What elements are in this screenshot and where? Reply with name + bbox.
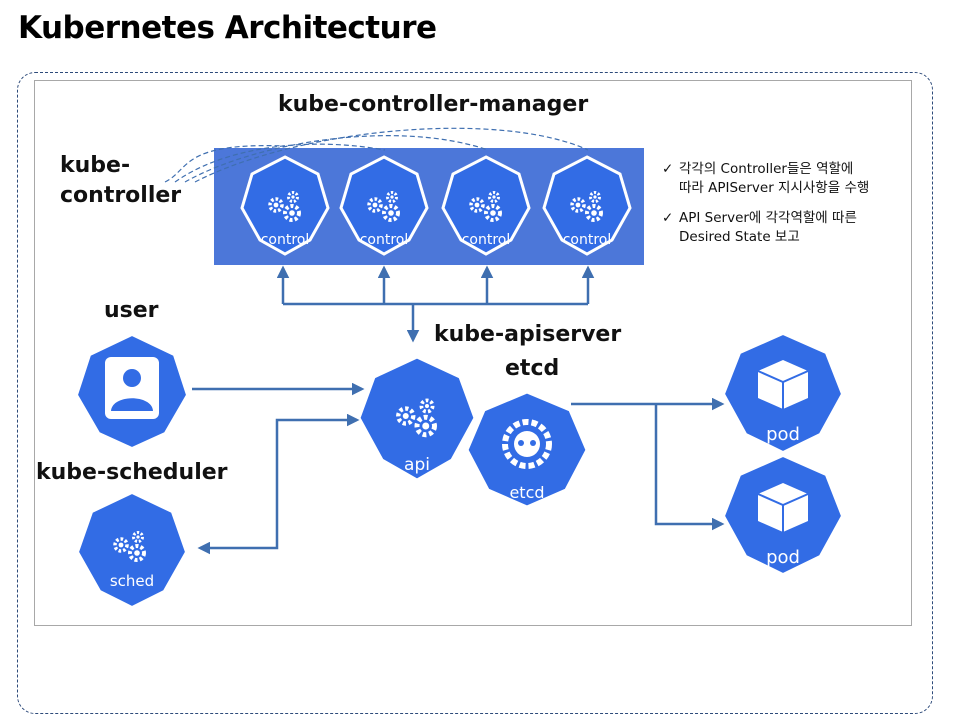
sched-label: sched — [110, 572, 154, 590]
controller-link-curves — [164, 127, 589, 183]
pod-node-2: pod — [722, 454, 844, 576]
controller-node-3: control — [441, 155, 531, 256]
kube-controller-label-line2: controller — [60, 183, 182, 208]
user-node — [75, 333, 189, 450]
api-to-pod-arrows — [571, 397, 725, 531]
kube-controller-label-line1: kube- — [60, 153, 131, 178]
etcd-title-label: etcd — [505, 356, 560, 381]
note-item: ✓ API Server에 각각역할에 따른 Desired State 보고 — [662, 209, 869, 247]
controller-manager-label: kube-controller-manager — [278, 92, 589, 117]
controller-node-1: control — [240, 155, 330, 256]
controller-label-1: control — [261, 232, 310, 248]
controller-label-2: control — [360, 232, 409, 248]
pod-label-2: pod — [766, 547, 800, 568]
inner-frame — [34, 80, 912, 626]
user-label: user — [104, 298, 159, 323]
controller-label-4: control — [563, 232, 612, 248]
api-label: api — [404, 455, 430, 475]
etcd-label: etcd — [509, 483, 544, 502]
check-icon: ✓ — [662, 210, 674, 226]
etcd-node: etcd — [465, 390, 589, 509]
note-line: 따라 APIServer 지시사항을 수행 — [679, 180, 870, 196]
pod-label-1: pod — [766, 424, 800, 445]
note-item: ✓ 각각의 Controller들은 역할에 따라 APIServer 지시사항… — [662, 160, 869, 198]
apiserver-label: kube-apiserver — [434, 322, 622, 347]
diagram-title: Kubernetes Architecture — [18, 10, 437, 46]
controller-node-2: control — [339, 155, 429, 256]
note-line: 각각의 Controller들은 역할에 — [679, 161, 854, 177]
controller-bus-arrows — [276, 265, 595, 343]
controller-label-3: control — [462, 232, 511, 248]
controller-node-4: control — [542, 155, 632, 256]
note-line: API Server에 각각역할에 따른 — [679, 210, 857, 226]
scheduler-node: sched — [76, 491, 188, 609]
scheduler-api-arrow — [197, 413, 360, 555]
note-line: Desired State 보고 — [679, 229, 800, 245]
check-icon: ✓ — [662, 161, 674, 177]
notes-panel: ✓ 각각의 Controller들은 역할에 따라 APIServer 지시사항… — [662, 160, 869, 258]
pod-node-1: pod — [722, 332, 844, 454]
outer-frame — [17, 72, 933, 714]
scheduler-label: kube-scheduler — [36, 460, 228, 485]
api-node: api — [357, 355, 477, 482]
